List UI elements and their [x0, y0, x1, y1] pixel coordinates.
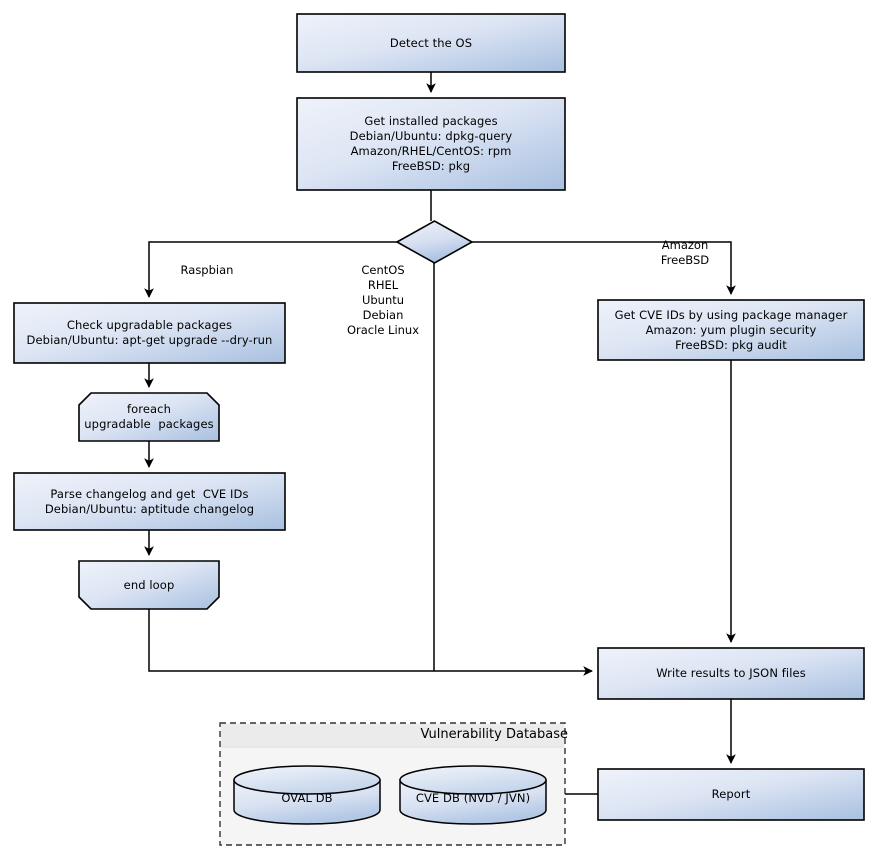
- node-check-upgradable-packages: [13, 302, 286, 364]
- edge-endloop-to-write: [148, 609, 593, 676]
- node-end-loop: [78, 560, 220, 610]
- node-write-results-json: [597, 647, 865, 700]
- node-get-cve-ids-package-manager: [597, 299, 865, 361]
- node-os-decision: [395, 220, 474, 264]
- node-cve-db: [399, 765, 547, 825]
- edges: [144, 72, 736, 795]
- node-foreach-loop-start: [78, 392, 220, 442]
- nodes: [13, 13, 865, 825]
- node-detect-os: [296, 13, 566, 73]
- node-oval-db: [233, 765, 381, 825]
- edge-decision-to-get-cve-ids: [472, 241, 736, 295]
- node-get-installed-packages: [296, 97, 566, 191]
- node-parse-changelog: [13, 472, 286, 531]
- node-report: [597, 768, 865, 821]
- edge-decision-to-check-upgradable: [144, 241, 397, 298]
